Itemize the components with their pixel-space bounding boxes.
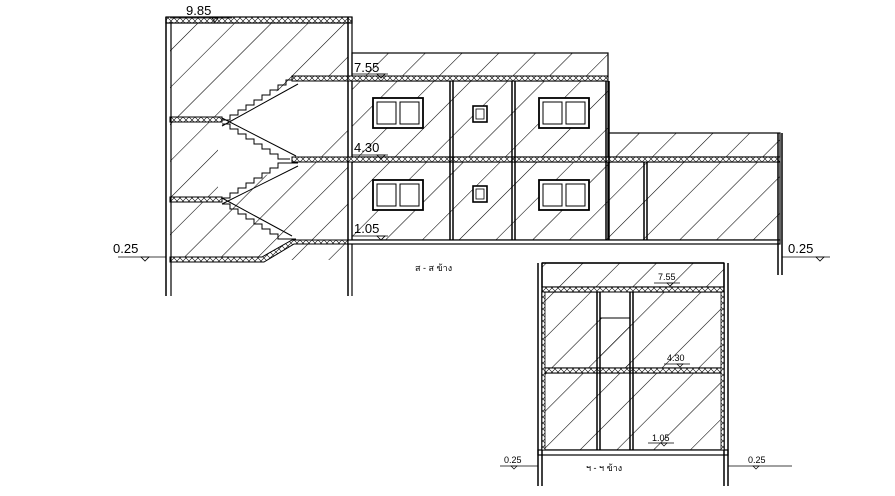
upper-slab — [347, 75, 609, 82]
level-roof: 9.85 — [170, 3, 232, 23]
section-b-caption: ฯ - ฯ ข้าง — [586, 463, 622, 473]
window-lower-left — [372, 179, 424, 211]
section-a-caption: ส - ส ข้าง — [415, 263, 452, 273]
level-middle-label: 4.30 — [354, 140, 379, 155]
window-upper-right — [538, 97, 590, 129]
section-b: 7.55 4.30 1.05 0.25 0.25 ฯ - ฯ ข้าง — [500, 262, 792, 486]
b-level-ground-left-label: 0.25 — [504, 455, 522, 465]
floor-slab-mid-stair — [291, 156, 349, 163]
annex-wall — [607, 161, 781, 241]
level-upper: 7.55 — [352, 60, 388, 79]
b-door-opening — [599, 291, 631, 319]
b-level-lower-label: 1.05 — [652, 433, 670, 443]
b-upper-slab — [541, 286, 725, 293]
b-door-opening-lower — [599, 317, 631, 369]
annex-parapet — [607, 132, 781, 158]
landing-slab-2 — [169, 196, 223, 203]
b-level-middle: 4.30 — [664, 353, 690, 368]
b-level-middle-label: 4.30 — [667, 353, 685, 363]
level-upper-label: 7.55 — [354, 60, 379, 75]
b-level-upper-label: 7.55 — [658, 272, 676, 282]
b-level-lower: 1.05 — [648, 433, 674, 447]
window-lower-right — [538, 179, 590, 211]
level-middle: 4.30 — [352, 140, 388, 160]
ground-slab — [347, 239, 781, 245]
level-ground-right: 0.25 — [782, 241, 830, 262]
b-side-bands — [541, 291, 725, 451]
section-a: 9.85 7.55 4.30 1.05 0.25 0.25 ส - ส ข้าง — [113, 3, 830, 296]
stair-flights — [221, 79, 299, 240]
columns — [449, 81, 783, 275]
level-ground-left: 0.25 — [113, 241, 166, 262]
b-level-ground-right-label: 0.25 — [748, 455, 766, 465]
b-level-ground-left: 0.25 — [500, 455, 538, 470]
landing-slab-1 — [169, 116, 223, 123]
b-parapet — [541, 262, 725, 288]
b-level-ground-right: 0.25 — [728, 455, 792, 470]
level-lower-label: 1.05 — [354, 221, 379, 236]
vent-window-upper — [472, 105, 488, 123]
level-roof-label: 9.85 — [186, 3, 211, 18]
b-ground-slab — [537, 449, 729, 456]
level-ground-right-label: 0.25 — [788, 241, 813, 256]
roof-parapet — [351, 52, 609, 78]
level-ground-left-label: 0.25 — [113, 241, 138, 256]
floor-slab-upper-stair — [291, 75, 349, 82]
stair-void — [218, 80, 348, 198]
b-level-upper: 7.55 — [654, 272, 680, 287]
window-upper-left — [372, 97, 424, 129]
level-lower: 1.05 — [352, 221, 388, 241]
vent-window-lower — [472, 185, 488, 203]
middle-slab — [347, 156, 781, 163]
